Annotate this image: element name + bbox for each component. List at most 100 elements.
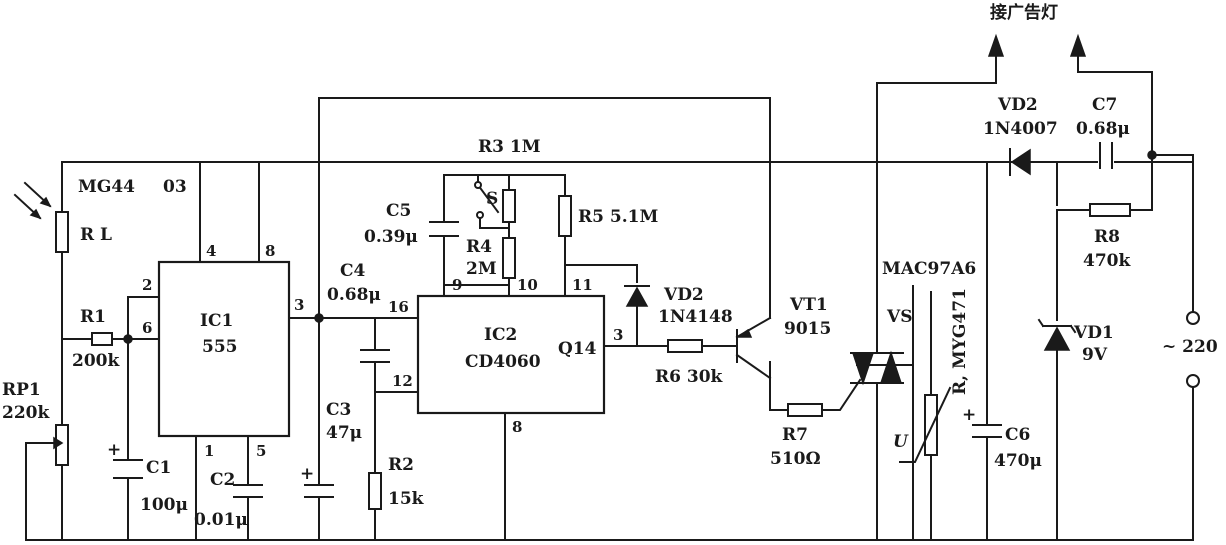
- vt1-value: 9015: [784, 319, 831, 339]
- vd2-1n4007-diode: [1010, 148, 1031, 176]
- rp1-label: RP1: [2, 380, 41, 400]
- vd1-zener-diode: [1043, 326, 1071, 351]
- ic-labels: IC1 555 IC2 CD4060 4 8 2 6 3 1 5 16 9 10…: [142, 242, 623, 460]
- vt1-label: VT1: [789, 295, 828, 315]
- labels: 接广告灯 R3 1M MG44 03 R L R1 200k RP1 220k …: [2, 2, 1218, 530]
- ac-220-label: ~ 220: [1162, 337, 1218, 357]
- vd2-right-value: 1N4007: [983, 119, 1058, 139]
- ac-terminal-top: [1186, 311, 1200, 325]
- ic2-pin-16: 16: [388, 298, 409, 316]
- ic2-pin-10: 10: [517, 276, 538, 294]
- varistor-resistor: [924, 394, 938, 456]
- r1-label: R1: [80, 307, 106, 327]
- rp1-value: 220k: [2, 403, 50, 423]
- ic1-pin-6: 6: [142, 319, 152, 337]
- ad-lamp-arrow-left: [987, 33, 1005, 57]
- c3-capacitor: [304, 484, 334, 498]
- switch-label: S: [486, 189, 498, 209]
- c4-capacitor: [360, 349, 390, 363]
- r4-label: R4: [466, 237, 492, 257]
- wires: [25, 54, 1194, 541]
- c2-capacitor: [233, 484, 263, 498]
- ac-terminal-bottom: [1186, 374, 1200, 388]
- r2-value: 15k: [388, 489, 425, 509]
- c2-value: 0.01μ: [194, 510, 248, 530]
- c1-label: C1: [146, 458, 171, 478]
- vd2-1n4148-diode: [625, 286, 649, 307]
- r1-value: 200k: [72, 351, 120, 371]
- ic2-type: CD4060: [465, 352, 541, 372]
- c6-value: 470μ: [994, 451, 1042, 471]
- code-03-label: 03: [163, 177, 187, 197]
- c3-plus: +: [300, 464, 314, 484]
- r1-resistor: [91, 332, 113, 346]
- mg44-label: MG44: [78, 177, 135, 197]
- r8-label: R8: [1094, 227, 1120, 247]
- c3-value: 47μ: [326, 423, 362, 443]
- c5-label: C5: [386, 201, 411, 221]
- r7-resistor: [787, 403, 823, 417]
- r8-value: 470k: [1083, 251, 1131, 271]
- ic1-name: IC1: [200, 311, 233, 331]
- transistor-vt1: [735, 316, 772, 380]
- rp1-wiper-arrow: [53, 436, 64, 450]
- r7-label: R7: [782, 425, 808, 445]
- ic1-pin-3: 3: [294, 296, 304, 314]
- junctions: [123, 150, 1157, 344]
- c3-label: C3: [326, 400, 351, 420]
- c1-value: 100μ: [140, 495, 188, 515]
- r5-resistor: [558, 195, 572, 237]
- vd1-label: VD1: [1073, 323, 1114, 343]
- ic2-name: IC2: [484, 325, 517, 345]
- c7-label: C7: [1092, 95, 1117, 115]
- ic1-pin-4: 4: [206, 242, 216, 260]
- ic2-box: [416, 294, 606, 415]
- c4-value: 0.68μ: [327, 285, 381, 305]
- r7-value: 510Ω: [770, 449, 821, 469]
- vd2-mid-label: VD2: [663, 285, 704, 305]
- c2-label: C2: [210, 470, 235, 490]
- triac-part-label: MAC97A6: [882, 259, 976, 279]
- r5-label: R5 5.1M: [578, 207, 658, 227]
- r4-value: 2M: [466, 259, 497, 279]
- r2-resistor: [368, 472, 382, 510]
- c1-plus: +: [107, 440, 121, 460]
- ic2-pin-q14: Q14: [558, 339, 597, 359]
- c5-value: 0.39μ: [364, 227, 418, 247]
- capacitors: [113, 142, 1114, 498]
- vd2-right-label: VD2: [997, 95, 1038, 115]
- ic2-pin-9: 9: [452, 276, 462, 294]
- r4-resistor: [502, 237, 516, 279]
- c6-capacitor: [972, 424, 1002, 438]
- varistor-label: R, MYG471: [950, 288, 970, 395]
- c5-capacitor: [429, 221, 459, 237]
- triac-label: VS: [886, 307, 912, 327]
- r3-label: R3 1M: [478, 137, 541, 157]
- ic1-pin-8: 8: [265, 242, 275, 260]
- switch-s: [474, 181, 500, 219]
- ic1-pin-1: 1: [204, 442, 214, 460]
- ic2-pin-12: 12: [392, 372, 413, 390]
- c1-capacitor: [113, 459, 143, 479]
- resistors: [39, 189, 1131, 510]
- varistor-slash: [899, 386, 952, 463]
- r6-resistor: [667, 339, 703, 353]
- voltage-u-label: U: [893, 432, 909, 452]
- ic2-pin-3: 3: [613, 326, 623, 344]
- terminals: [987, 33, 1200, 388]
- c4-label: C4: [340, 261, 366, 281]
- r4-upper-resistor: [502, 189, 516, 223]
- ad-lamp-label: 接广告灯: [990, 2, 1058, 23]
- ic2-pin-8: 8: [512, 418, 522, 436]
- rl-label: R L: [80, 225, 112, 245]
- vd2-mid-value: 1N4148: [658, 307, 733, 327]
- rl-photoresistor: [55, 211, 69, 253]
- diodes: [624, 148, 1077, 351]
- light-rays-icon: [13, 181, 52, 220]
- r6-label: R6 30k: [655, 367, 724, 387]
- upper-loop-wire: [318, 97, 771, 319]
- vd1-value: 9V: [1082, 345, 1108, 365]
- r8-resistor: [1089, 203, 1131, 217]
